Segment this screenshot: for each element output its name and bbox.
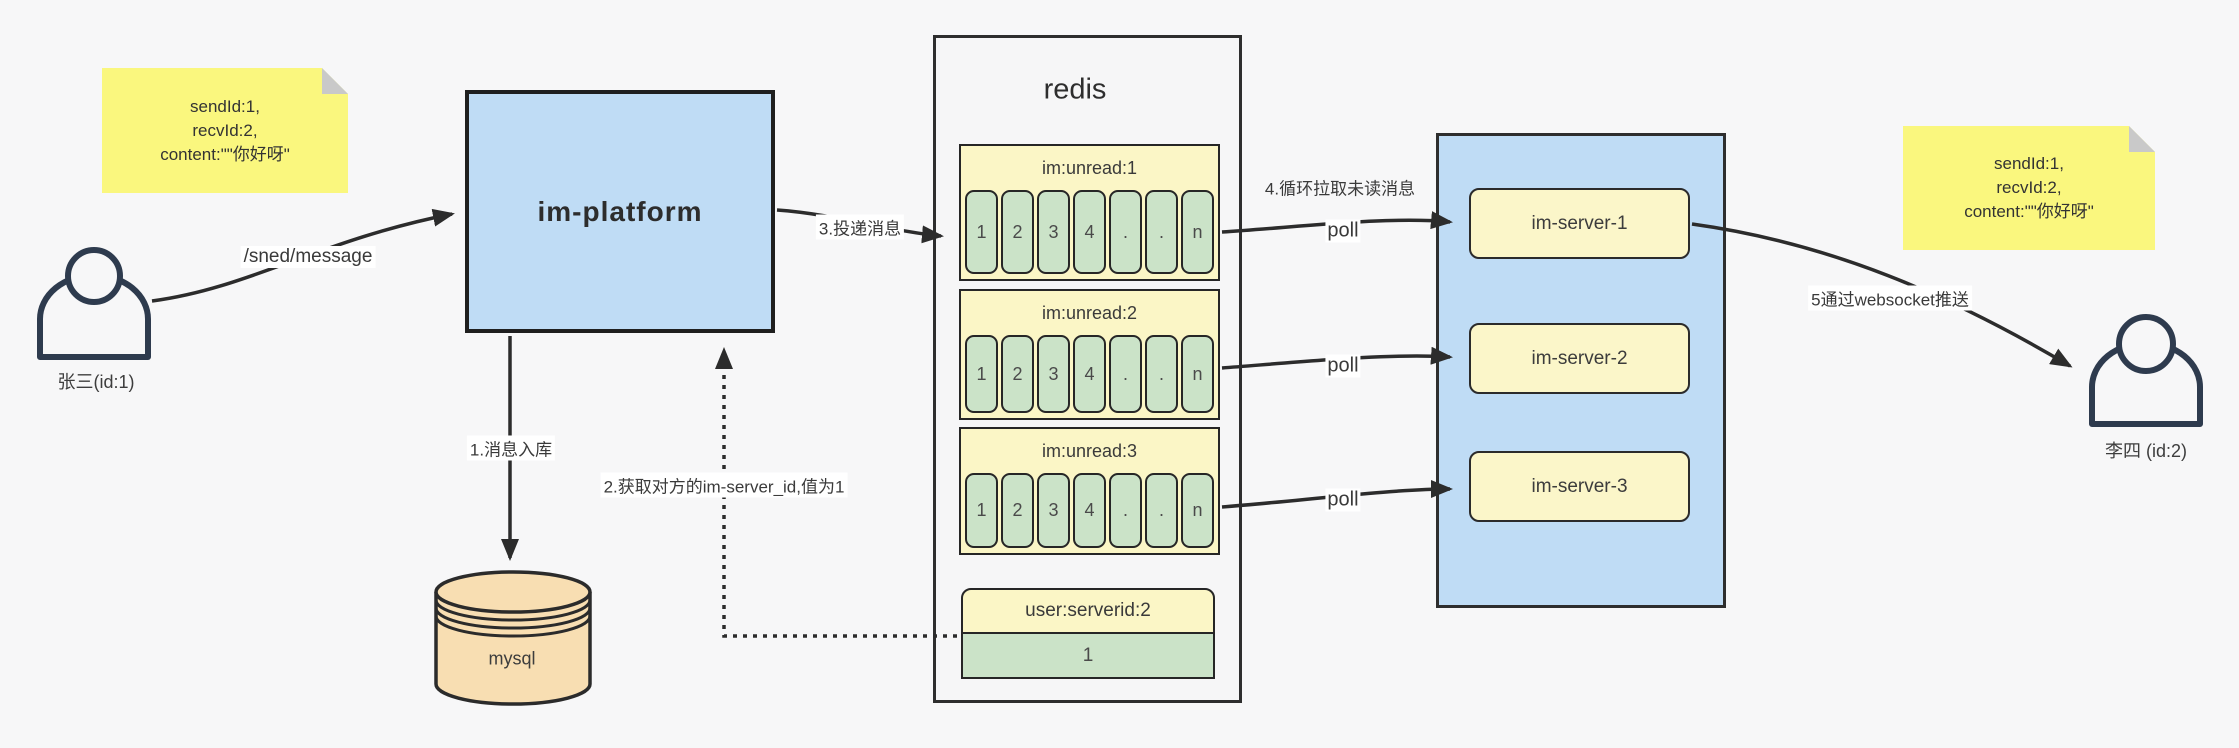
queue-cells: 1 2 3 4 . . n — [961, 335, 1218, 413]
send-message-label: /sned/message — [240, 246, 376, 268]
right-sticky-note: sendId:1, recvId:2, content:""你好呀" — [1903, 126, 2155, 250]
queue-cell: 2 — [1001, 335, 1034, 413]
step2-label: 2.获取对方的im-server_id,值为1 — [600, 472, 848, 498]
arrow-get-serverid-dashed — [715, 347, 957, 638]
queue-cell: 1 — [965, 473, 998, 548]
queue-cell: n — [1181, 473, 1214, 548]
queue-cell: n — [1181, 190, 1214, 274]
queue-cells: 1 2 3 4 . . n — [961, 190, 1218, 274]
mysql-cylinder-icon — [434, 570, 592, 706]
queue-cell: 2 — [1001, 190, 1034, 274]
queue-header: im:unread:3 — [1041, 440, 1138, 461]
note-line: sendId:1, — [1994, 154, 2064, 173]
note-line: sendId:1, — [190, 96, 260, 116]
queue-cell: 4 — [1073, 335, 1106, 413]
queue-cell: . — [1145, 335, 1178, 413]
step1-label: 1.消息入库 — [466, 435, 556, 461]
kv-value: 1 — [961, 634, 1215, 679]
queue-cell: 3 — [1037, 335, 1070, 413]
queue-header: im:unread:1 — [1041, 157, 1138, 178]
user-serverid-box: user:serverid:2 1 — [961, 588, 1215, 679]
poll-label-3: poll — [1325, 488, 1361, 512]
im-server-2-box: im-server-2 — [1469, 323, 1690, 394]
queue-header: im:unread:2 — [1041, 302, 1138, 323]
receiver-label: 李四 (id:2) — [2104, 441, 2188, 461]
queue-cell: . — [1145, 473, 1178, 548]
queue-cell: n — [1181, 335, 1214, 413]
queue-cells: 1 2 3 4 . . n — [961, 473, 1218, 548]
im-platform-box: im-platform — [465, 90, 775, 333]
unread-queue-2: im:unread:2 1 2 3 4 . . n — [959, 289, 1220, 420]
arrow-websocket-push — [1691, 222, 2073, 368]
queue-cell: 3 — [1037, 473, 1070, 548]
poll-label-2: poll — [1325, 354, 1361, 378]
im-server-1-box: im-server-1 — [1469, 188, 1690, 259]
left-sticky-note: sendId:1, recvId:2, content:""你好呀" — [102, 68, 348, 193]
note-line: content:""你好呀" — [160, 144, 290, 164]
note-line: recvId:2, — [192, 120, 258, 140]
queue-cell: . — [1145, 190, 1178, 274]
queue-cell: . — [1109, 335, 1142, 413]
unread-queue-1: im:unread:1 1 2 3 4 . . n — [959, 144, 1220, 281]
unread-queue-3: im:unread:3 1 2 3 4 . . n — [959, 427, 1220, 555]
queue-cell: . — [1109, 473, 1142, 548]
step3-label: 3.投递消息 — [815, 214, 905, 240]
im-server-3-box: im-server-3 — [1469, 451, 1690, 522]
queue-cell: 4 — [1073, 473, 1106, 548]
queue-cell: 3 — [1037, 190, 1070, 274]
poll-label-1: poll — [1325, 219, 1361, 243]
receiver-user-icon — [2089, 314, 2203, 427]
note-line: recvId:2, — [1996, 178, 2062, 197]
queue-cell: 2 — [1001, 473, 1034, 548]
queue-cell: 4 — [1073, 190, 1106, 274]
step4-label: 4.循环拉取未读消息 — [1264, 179, 1416, 199]
sender-user-icon — [37, 247, 151, 360]
queue-cell: 1 — [965, 335, 998, 413]
note-line: content:""你好呀" — [1964, 202, 2094, 221]
sender-label: 张三(id:1) — [57, 372, 135, 392]
queue-cell: . — [1109, 190, 1142, 274]
mysql-label: mysql — [488, 648, 536, 669]
step5-label: 5通过websocket推送 — [1808, 285, 1972, 311]
redis-title: redis — [1043, 73, 1107, 106]
queue-cell: 1 — [965, 190, 998, 274]
kv-key: user:serverid:2 — [961, 588, 1215, 634]
